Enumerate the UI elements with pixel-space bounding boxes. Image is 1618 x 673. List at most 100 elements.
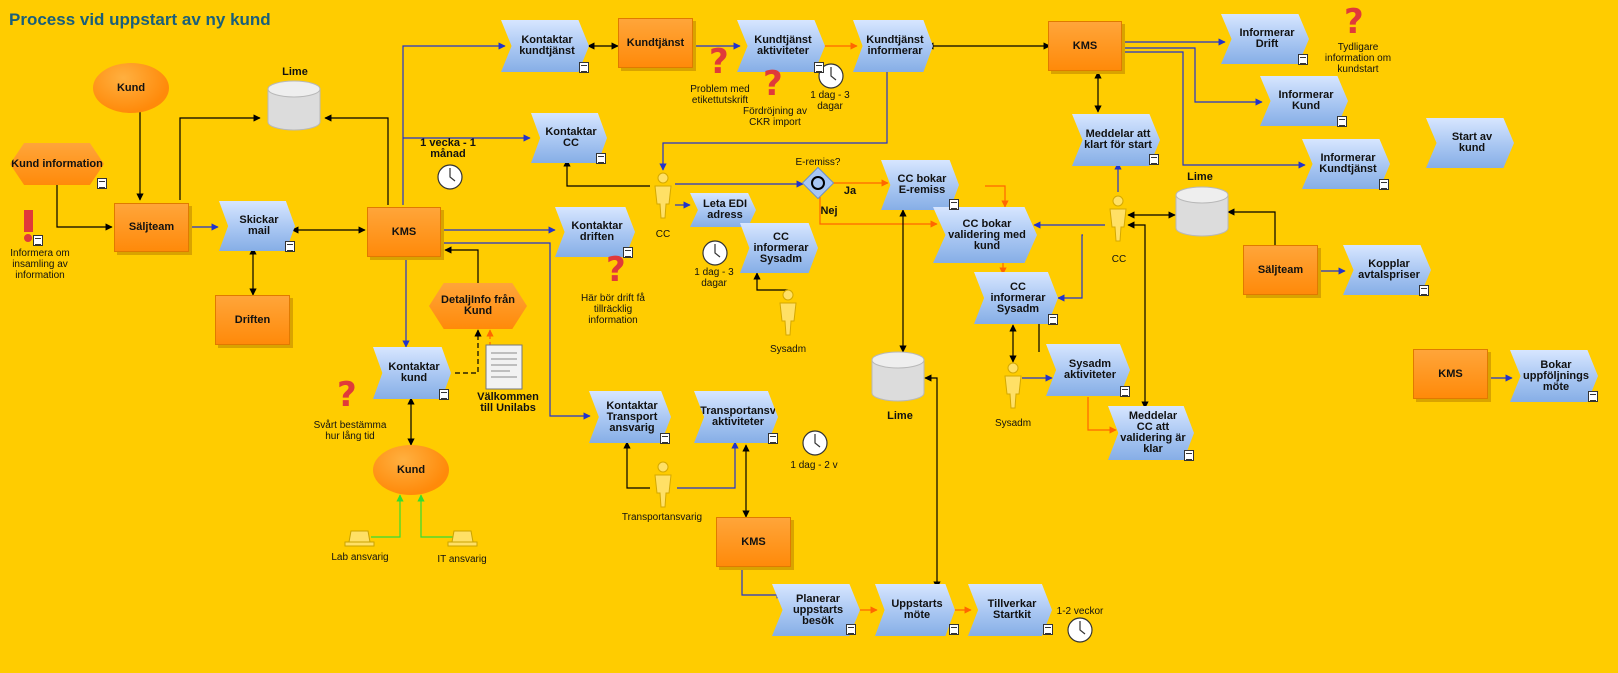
- attached-document-icon: [1120, 386, 1130, 397]
- attached-document-icon: [623, 247, 633, 258]
- org-driften[interactable]: Driften: [215, 295, 290, 345]
- attached-document-icon: [1419, 285, 1429, 296]
- function-kundtjanst-aktiviteter[interactable]: Kundtjänst aktiviteter: [737, 20, 825, 72]
- person-label-transport: Transportansvarig: [621, 512, 703, 523]
- duration-label-5: 1-2 veckor: [1056, 606, 1104, 617]
- org-saljteam-right[interactable]: Säljteam: [1243, 245, 1318, 295]
- attached-document-icon: [660, 433, 670, 444]
- event-detaljinfo[interactable]: DetaljInfo från Kund: [429, 283, 527, 329]
- function-kontaktar-kund[interactable]: Kontaktar kund: [373, 347, 451, 399]
- clock-icon-1: [437, 164, 463, 190]
- attached-document-icon: [1379, 179, 1389, 190]
- org-kms-top[interactable]: KMS: [1048, 21, 1122, 71]
- attached-document-icon: [1588, 391, 1598, 402]
- clock-icon-2: [818, 63, 844, 89]
- org-kundtjanst[interactable]: Kundtjänst: [618, 18, 693, 68]
- person-label-sysadm-2: Sysadm: [994, 418, 1032, 429]
- document-label: Välkommen till Unilabs: [477, 391, 539, 414]
- function-kundtjanst-informerar[interactable]: Kundtjänst informerar: [853, 20, 933, 72]
- attached-document-icon: [1043, 624, 1053, 635]
- attached-document-icon: [1184, 450, 1194, 461]
- gateway-label: E-remiss?: [795, 157, 841, 168]
- attached-document-icon: [33, 235, 43, 246]
- org-saljteam-left[interactable]: Säljteam: [114, 203, 189, 252]
- attached-document-icon: [1048, 314, 1058, 325]
- function-cc-bokar-eremiss[interactable]: CC bokar E-remiss: [881, 160, 959, 210]
- decision-gateway: [801, 166, 835, 200]
- warning-icon: [24, 210, 33, 242]
- event-kund-information[interactable]: Kund information: [10, 143, 104, 185]
- function-informerar-kund[interactable]: Informerar Kund: [1260, 76, 1348, 126]
- function-cc-informerar-sysadm-1[interactable]: CC informerar Sysadm: [740, 223, 818, 273]
- function-informerar-drift[interactable]: Informerar Drift: [1221, 14, 1309, 64]
- event-kund-bottom[interactable]: Kund: [373, 445, 449, 495]
- event-kund-top[interactable]: Kund: [93, 63, 169, 113]
- question-icon: ?: [709, 42, 729, 82]
- clock-icon-3: [702, 240, 728, 266]
- person-label-sysadm-1: Sysadm: [769, 344, 807, 355]
- lime-database-center: [871, 351, 925, 402]
- transport-person-icon: [654, 461, 672, 508]
- document-icon: [485, 344, 523, 390]
- function-meddelar-klart[interactable]: Meddelar att klart för start: [1072, 114, 1160, 166]
- lab-worker-icon: [344, 530, 375, 547]
- org-kms-center[interactable]: KMS: [367, 207, 441, 257]
- function-tillverkar-startkit[interactable]: Tillverkar Startkit: [968, 584, 1052, 636]
- function-transportansv-aktiviteter[interactable]: Transportansv aktiviteter: [694, 391, 778, 443]
- database-label-lime-top: Lime: [282, 66, 308, 78]
- function-kontaktar-driften[interactable]: Kontaktar driften: [555, 207, 635, 257]
- org-kms-bottom[interactable]: KMS: [716, 517, 791, 567]
- attached-document-icon: [596, 153, 606, 164]
- attached-document-icon: [768, 433, 778, 444]
- function-informerar-kundtjanst[interactable]: Informerar Kundtjänst: [1302, 139, 1390, 189]
- org-kms-right[interactable]: KMS: [1413, 349, 1488, 399]
- attached-document-icon: [1337, 116, 1347, 127]
- issue-label-svart: Svårt bestämma hur lång tid: [313, 420, 387, 442]
- attached-document-icon: [1298, 54, 1308, 65]
- attached-document-icon: [814, 62, 824, 73]
- question-icon: ?: [337, 375, 357, 415]
- function-kopplar-avtalspriser[interactable]: Kopplar avtalspriser: [1343, 245, 1431, 295]
- issue-label-tydligare: Tydligare information om kundstart: [1324, 42, 1392, 75]
- question-icon: ?: [763, 64, 783, 104]
- question-icon: ?: [1344, 2, 1364, 42]
- function-cc-informerar-sysadm-2[interactable]: CC informerar Sysadm: [974, 272, 1058, 324]
- lime-database-right: [1175, 186, 1229, 237]
- attached-document-icon: [846, 624, 856, 635]
- person-label-cc-1: CC: [655, 229, 671, 240]
- function-leta-edi[interactable]: Leta EDI adress: [690, 193, 756, 227]
- function-bokar-uppfoljning[interactable]: Bokar uppföljnings möte: [1510, 350, 1598, 402]
- function-planerar-uppstart[interactable]: Planerar uppstarts besök: [772, 584, 860, 636]
- attached-document-icon: [949, 624, 959, 635]
- sysadm-person-icon-2: [1004, 362, 1022, 409]
- attached-document-icon: [949, 199, 959, 210]
- issue-label-ckr: Fördröjning av CKR import: [743, 106, 807, 128]
- attached-document-icon: [285, 241, 295, 252]
- function-meddelar-validering[interactable]: Meddelar CC att validering är klar: [1108, 406, 1194, 460]
- clock-icon-5: [1067, 617, 1093, 643]
- function-sysadm-aktiviteter[interactable]: Sysadm aktiviteter: [1046, 344, 1130, 396]
- duration-label-1: 1 vecka - 1 månad: [420, 137, 476, 160]
- function-uppstarts-mote[interactable]: Uppstarts möte: [875, 584, 955, 636]
- database-label-lime-center: Lime: [887, 410, 913, 422]
- duration-label-2: 1 dag - 3 dagar: [810, 90, 850, 112]
- gateway-no-label: Nej: [820, 205, 838, 217]
- it-worker-icon: [447, 530, 478, 547]
- function-kontaktar-cc[interactable]: Kontaktar CC: [531, 113, 607, 163]
- attached-document-icon: [579, 62, 589, 73]
- attached-document-icon: [97, 178, 107, 189]
- gateway-yes-label: Ja: [843, 185, 857, 197]
- function-cc-bokar-validering[interactable]: CC bokar validering med kund: [933, 207, 1037, 263]
- function-start-av-kund[interactable]: Start av kund: [1426, 118, 1514, 168]
- issue-label-informera: Informera om insamling av information: [10, 248, 70, 281]
- database-label-lime-right: Lime: [1187, 171, 1213, 183]
- attached-document-icon: [439, 389, 449, 400]
- person-label-cc-2: CC: [1111, 254, 1127, 265]
- function-kontaktar-transport[interactable]: Kontaktar Transport ansvarig: [589, 391, 671, 443]
- function-kontaktar-kundtjanst[interactable]: Kontaktar kundtjänst: [501, 20, 589, 72]
- sysadm-person-icon-1: [779, 289, 797, 336]
- lime-database-top: [267, 80, 321, 131]
- issue-label-etikett: Problem med etikettutskrift: [690, 84, 750, 106]
- function-skickar-mail[interactable]: Skickar mail: [219, 201, 295, 251]
